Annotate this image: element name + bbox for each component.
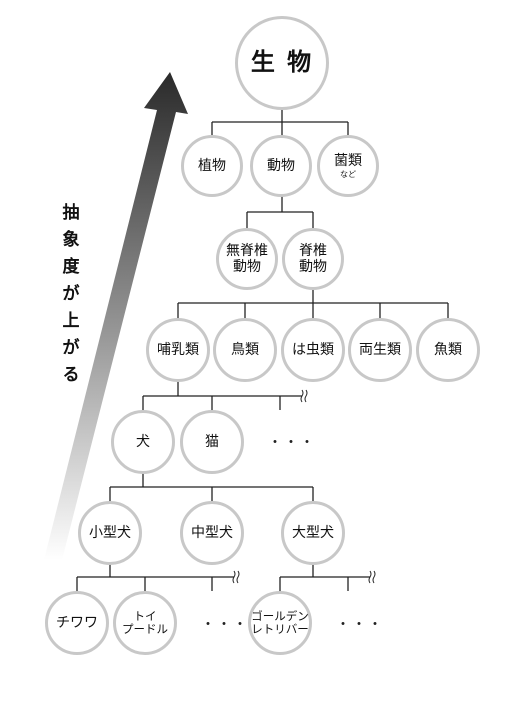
node-label: 両生類 xyxy=(359,341,401,358)
node-label: 猫 xyxy=(205,433,219,450)
node-sublabel: など xyxy=(340,169,356,179)
node-label: 無脊椎 xyxy=(226,242,268,259)
label-char: 度 xyxy=(62,257,80,277)
node-label: 小型犬 xyxy=(89,524,131,541)
node-small-dog: 小型犬 xyxy=(78,501,142,565)
node-vertebrates: 脊椎 動物 xyxy=(282,228,344,290)
node-label: プードル xyxy=(122,622,168,636)
label-char: が xyxy=(62,284,80,304)
node-label: 魚類 xyxy=(434,341,462,358)
node-label: 動物 xyxy=(299,259,327,275)
ellipsis-large-dog: ・・・ xyxy=(336,617,384,633)
node-label: 犬 xyxy=(136,433,150,450)
node-toy-poodle: トイ プードル xyxy=(113,591,177,655)
node-label: 動物 xyxy=(267,157,295,174)
node-label: トイ xyxy=(133,608,157,623)
node-label: 中型犬 xyxy=(191,524,233,541)
ellipsis-small-dog: ・・・ xyxy=(201,617,249,633)
node-medium-dog: 中型犬 xyxy=(180,501,244,565)
node-organisms: 生 物 xyxy=(235,16,329,110)
label-char: る xyxy=(62,365,80,385)
node-fungi: 菌類 など xyxy=(317,135,379,197)
node-birds: 鳥類 xyxy=(213,318,277,382)
node-label: 動物 xyxy=(233,259,261,275)
node-mammals: 哺乳類 xyxy=(146,318,210,382)
node-label: 植物 xyxy=(198,157,226,174)
node-label: 大型犬 xyxy=(292,524,334,541)
node-cat: 猫 xyxy=(180,410,244,474)
node-label: 脊椎 xyxy=(299,242,327,259)
node-label: 鳥類 xyxy=(231,341,259,358)
ellipsis-mammals: ・・・ xyxy=(268,435,316,451)
node-invertebrates: 無脊椎 動物 xyxy=(216,228,278,290)
node-chihuahua: チワワ xyxy=(45,591,109,655)
node-large-dog: 大型犬 xyxy=(281,501,345,565)
label-char: 上 xyxy=(62,311,80,331)
node-fish: 魚類 xyxy=(416,318,480,382)
label-char: 抽 xyxy=(62,203,80,223)
node-label: 生 物 xyxy=(250,48,314,77)
node-amphibians: 両生類 xyxy=(348,318,412,382)
node-label: 菌類 xyxy=(334,152,362,169)
node-label: レトリバー xyxy=(251,622,309,636)
node-reptiles: は虫類 xyxy=(281,318,345,382)
node-plants: 植物 xyxy=(181,135,243,197)
node-animals: 動物 xyxy=(250,135,312,197)
abstraction-label: 抽 象 度 が 上 が る xyxy=(56,200,86,389)
node-label: は虫類 xyxy=(292,341,334,358)
label-char: が xyxy=(62,338,80,358)
node-label: チワワ xyxy=(56,614,98,631)
node-label: ゴールデン xyxy=(251,608,309,623)
label-char: 象 xyxy=(62,230,80,250)
node-dog: 犬 xyxy=(111,410,175,474)
node-label: 哺乳類 xyxy=(157,341,199,358)
node-golden-retriever: ゴールデン レトリバー xyxy=(248,591,312,655)
abstraction-arrow xyxy=(44,72,188,560)
